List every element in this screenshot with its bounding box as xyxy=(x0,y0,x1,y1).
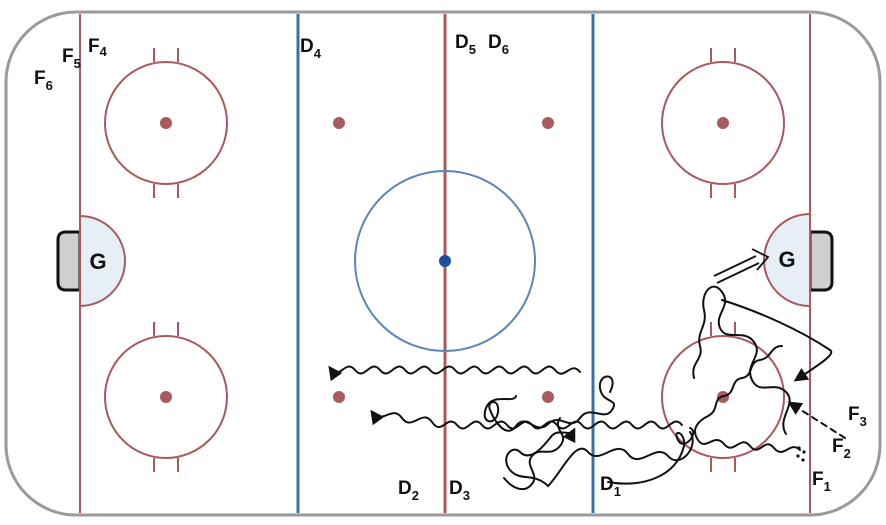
player-label-d6: D6 xyxy=(488,32,509,57)
player-label-f6: F6 xyxy=(34,68,53,93)
player-label-d3: D3 xyxy=(449,478,470,503)
left-goalie-label: G xyxy=(89,249,106,274)
player-label-d5: D5 xyxy=(455,32,476,57)
skate-path-f1 xyxy=(692,285,791,435)
left-crease xyxy=(79,214,126,308)
skate-path-loop-center xyxy=(483,375,615,432)
faceoff-circle-left-bottom xyxy=(104,322,228,472)
player-label-d4: D4 xyxy=(300,36,322,61)
faceoff-dot xyxy=(717,117,729,129)
faceoff-circle-right-bottom xyxy=(661,322,785,472)
faceoff-dot xyxy=(160,117,172,129)
player-label-f2: F2 xyxy=(832,436,851,461)
skate-mid-squiggle xyxy=(503,417,565,491)
skate-path-d3-long xyxy=(328,365,581,382)
faceoff-circle-right-top xyxy=(661,48,785,198)
skate-path-d1-swing xyxy=(505,427,694,488)
player-label-d2: D2 xyxy=(398,478,419,503)
left-net xyxy=(56,230,82,292)
neutral-dot xyxy=(333,391,345,403)
drill-paths xyxy=(328,285,846,491)
pass-line-right xyxy=(721,299,833,382)
player-label-f4: F4 xyxy=(88,36,108,59)
skate-path-d1-return xyxy=(607,427,695,485)
player-label-d1: D1 xyxy=(600,474,621,499)
right-net xyxy=(808,230,834,292)
neutral-dot xyxy=(333,117,345,129)
center-circle xyxy=(354,170,536,352)
player-label-f5: F5 xyxy=(62,46,81,71)
neutral-dot xyxy=(542,117,554,129)
player-label-f3: F3 xyxy=(848,404,867,429)
faceoff-dot xyxy=(160,391,172,403)
shot-arrow xyxy=(713,248,770,284)
faceoff-circle-left-top xyxy=(104,48,228,198)
center-dot xyxy=(439,255,451,267)
neutral-dot xyxy=(542,391,554,403)
puck-dots xyxy=(796,446,806,462)
right-goalie-label: G xyxy=(778,247,795,272)
pass-dashed xyxy=(787,401,846,439)
player-label-f1: F1 xyxy=(812,469,831,494)
